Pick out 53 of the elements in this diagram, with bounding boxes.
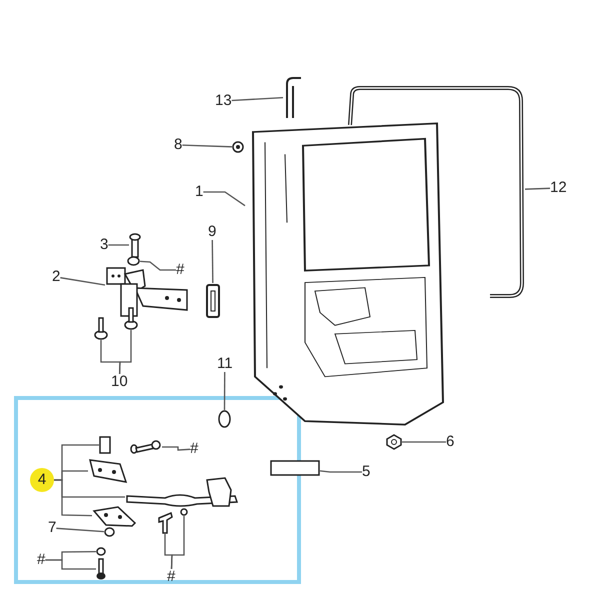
callout-number: #: [176, 262, 184, 278]
pin-drawing: [157, 512, 173, 534]
nut-drawing: [96, 547, 106, 556]
callout-number: #: [37, 552, 46, 568]
insert-drawing: [205, 283, 221, 319]
nut-drawing: [386, 434, 402, 450]
callout-number: 10: [111, 374, 128, 390]
callout-number: 3: [100, 237, 108, 253]
leader-line: [524, 188, 550, 190]
nut-drawing: [127, 256, 140, 266]
leader-line: [203, 191, 246, 206]
leader-line: [224, 372, 226, 410]
leader-line: [320, 470, 362, 473]
callout-number: 9: [208, 224, 216, 240]
leader-line: [54, 479, 92, 516]
plug-drawing: [218, 410, 231, 428]
leader-line: [140, 260, 176, 271]
callout-number: 13: [215, 93, 232, 109]
bracket-drawing: [270, 460, 320, 476]
leader-line: [182, 144, 232, 148]
leader-line: [108, 244, 129, 246]
bolt-drawing: [124, 306, 138, 330]
leader-line: [162, 446, 190, 451]
plate-drawing: [88, 458, 128, 484]
callout-number: 1: [195, 184, 204, 200]
bolt-drawing: [130, 440, 162, 454]
clip-drawing: [232, 141, 244, 153]
callout-number: 8: [174, 137, 182, 153]
window-channel-drawing: [283, 76, 303, 118]
callout-number: 5: [362, 464, 370, 480]
nut-drawing: [104, 527, 115, 537]
clip-drawing: [99, 436, 111, 454]
highlighted-callout-number: 4: [30, 468, 54, 492]
callout-number: 6: [446, 434, 454, 450]
callout-number: #: [167, 569, 176, 585]
leader-line: [45, 559, 96, 570]
callout-number: 2: [52, 269, 60, 285]
callout-number: 12: [550, 180, 567, 196]
leader-line: [60, 277, 106, 286]
callout-number: 11: [217, 356, 233, 372]
bracket-drawing: [92, 505, 137, 527]
bolt-drawing: [94, 316, 108, 340]
leader-line: [212, 240, 214, 283]
leader-line: [118, 330, 132, 374]
leader-line: [402, 441, 446, 443]
callout-number: #: [190, 441, 198, 457]
leader-line: [232, 96, 284, 102]
leader-line: [56, 528, 104, 532]
hinge-pin-drawing: [129, 233, 141, 257]
screw-drawing: [180, 508, 188, 516]
leader-line: [170, 516, 185, 570]
bolt-drawing: [96, 558, 106, 580]
callout-number: 7: [48, 520, 56, 536]
